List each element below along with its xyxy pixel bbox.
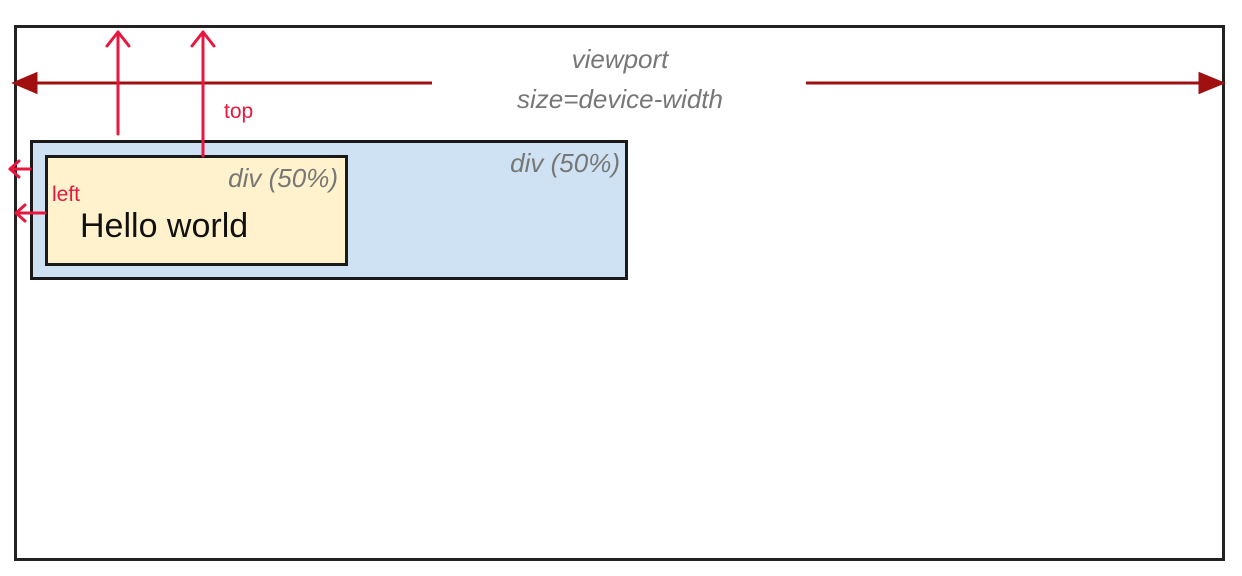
top-annotation-label: top [224, 100, 254, 123]
viewport-box [14, 25, 1225, 561]
outer-div-label: div (50%) [510, 148, 620, 178]
hello-world-text: Hello world [80, 207, 249, 245]
left-arrowhead-inner [14, 203, 27, 223]
top-arrowhead-inner [190, 30, 216, 48]
inner-div-label: div (50%) [228, 163, 338, 193]
viewport-label: viewport [571, 44, 669, 74]
inner-div-box [45, 155, 348, 266]
top-arrowhead-outer [105, 30, 131, 48]
viewport-size-label: size=device-width [517, 84, 723, 114]
top-offset-arrows [105, 30, 216, 158]
left-annotation-label: left [52, 183, 81, 206]
left-offset-arrows [8, 159, 47, 223]
width-arrowhead-right [1198, 71, 1226, 95]
viewport-width-arrow [11, 71, 1226, 95]
left-arrowhead-outer [8, 159, 21, 179]
width-arrowhead-left [11, 71, 38, 95]
